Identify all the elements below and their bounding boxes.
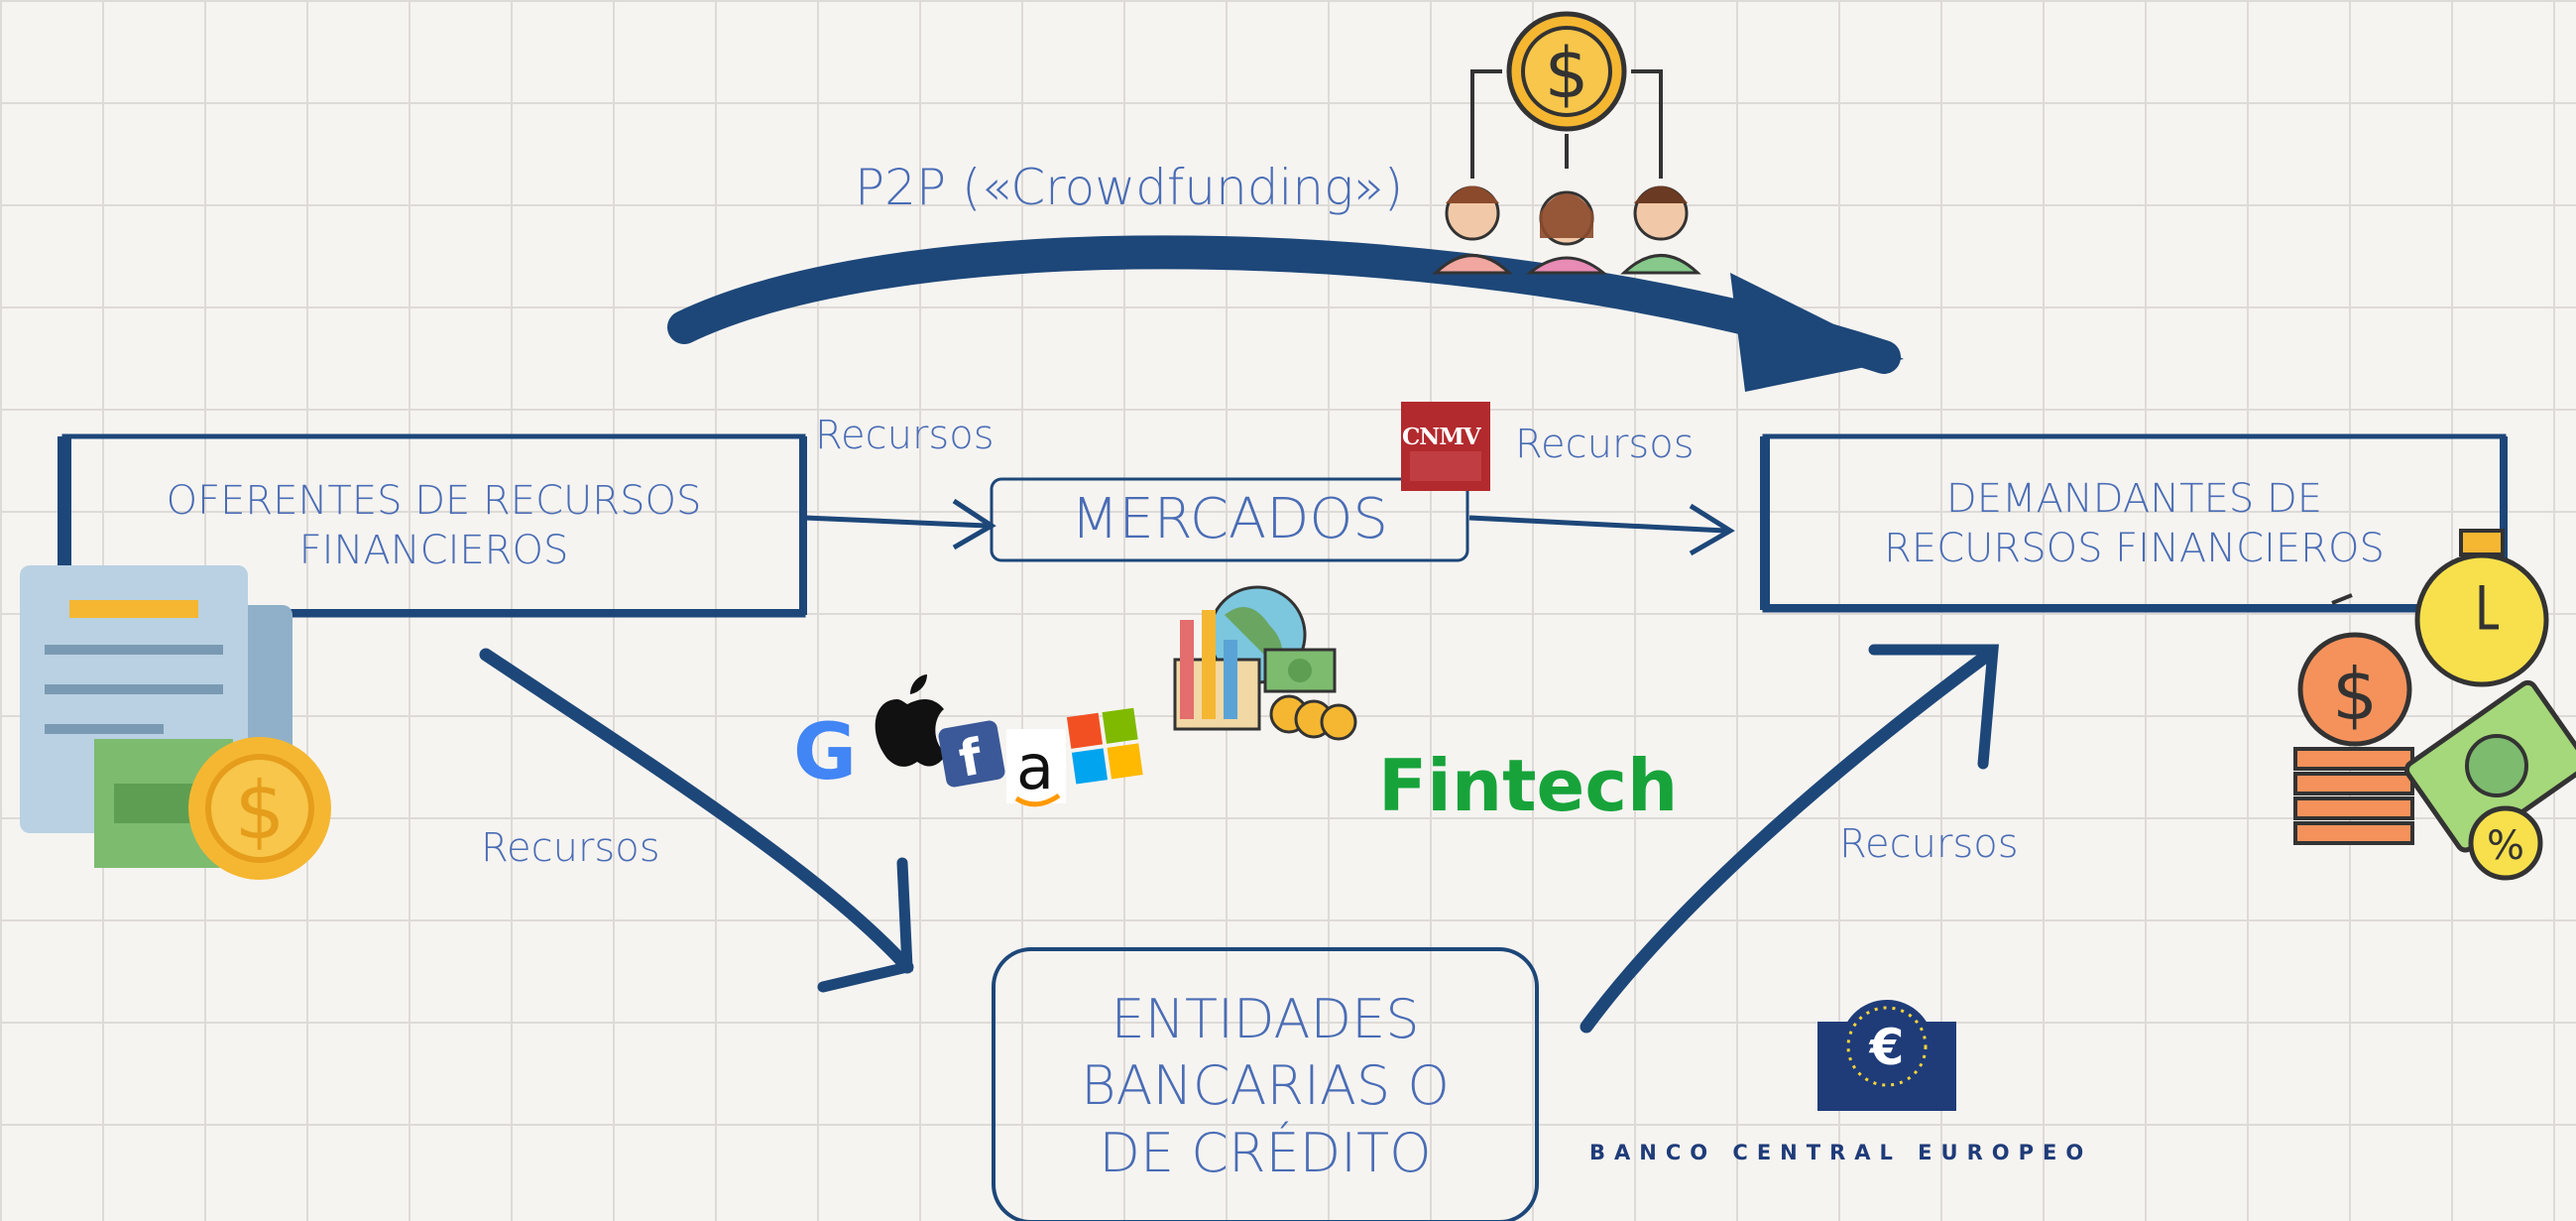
recursos-label-3: Recursos bbox=[481, 825, 660, 871]
svg-text:%: % bbox=[2487, 823, 2524, 869]
recursos-label-1: Recursos bbox=[815, 413, 995, 458]
mercados-label: MERCADOS bbox=[1071, 487, 1388, 551]
apple-logo bbox=[875, 674, 947, 767]
p2p-arrow bbox=[667, 235, 1904, 392]
cnmv-label: CNMV bbox=[1402, 424, 1481, 450]
svg-text:$: $ bbox=[235, 765, 286, 857]
demandantes-label: DEMANDANTES DE RECURSOS FINANCIEROS bbox=[1884, 475, 2385, 571]
microsoft-logo bbox=[1066, 707, 1143, 785]
dollar-coin-icon: $ bbox=[1470, 11, 1663, 179]
svg-text:$: $ bbox=[1545, 33, 1589, 114]
svg-text:€: € bbox=[1869, 1019, 1905, 1076]
euro-seal-icon: € bbox=[1817, 1000, 1956, 1111]
finance-clock-icon: $ % bbox=[2293, 529, 2576, 881]
entidades-label: ENTIDADES BANCARIAS O DE CRÉDITO bbox=[1081, 987, 1450, 1184]
fintech-label: Fintech bbox=[1378, 744, 1679, 827]
oferentes-label: OFERENTES DE RECURSOS FINANCIEROS bbox=[166, 478, 702, 573]
document-money-icon: $ bbox=[20, 565, 331, 880]
facebook-logo bbox=[938, 720, 1005, 788]
arrow-mercados-demandantes bbox=[1468, 503, 1735, 556]
google-logo: G bbox=[793, 708, 857, 797]
arrow-entidades-demandantes bbox=[1580, 644, 1999, 1034]
p2p-label: P2P («Crowdfunding») bbox=[855, 159, 1404, 216]
tech-logos: G f a bbox=[793, 674, 1143, 807]
recursos-label-4: Recursos bbox=[1839, 821, 2019, 867]
cnmv-logo bbox=[1401, 402, 1490, 491]
arrow-oferentes-mercados bbox=[804, 498, 996, 550]
ecb-label: BANCO CENTRAL EUROPEO bbox=[1589, 1141, 2093, 1164]
mercados-box bbox=[990, 477, 1469, 562]
amazon-logo: a bbox=[1016, 731, 1054, 803]
arrow-oferentes-entidades bbox=[479, 648, 914, 993]
people-icon bbox=[1432, 185, 1701, 275]
chart-globe-icon bbox=[1173, 585, 1357, 741]
svg-text:$: $ bbox=[2332, 653, 2378, 736]
entidades-box bbox=[992, 947, 1539, 1221]
recursos-label-2: Recursos bbox=[1515, 422, 1695, 467]
